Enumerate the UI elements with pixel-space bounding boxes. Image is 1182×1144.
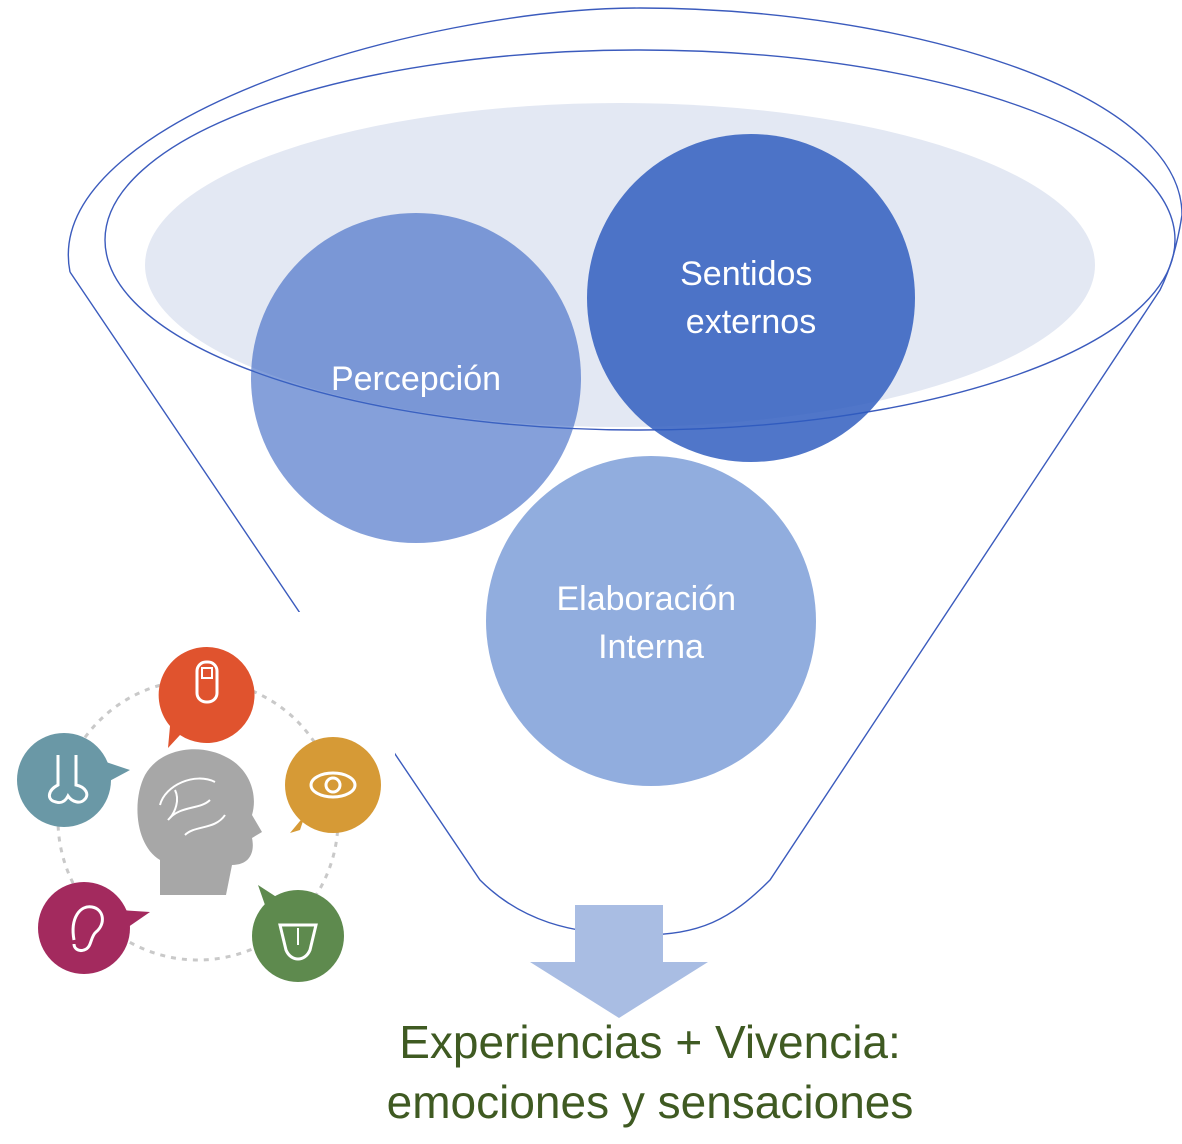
node-elaboracion-circle [486, 456, 816, 786]
node-sentidos: Sentidos externos [587, 134, 915, 462]
node-elaboracion-label-line1: Elaboración [556, 580, 736, 618]
node-sentidos-label-line2: externos [686, 303, 816, 341]
touch-finger-icon [158, 646, 255, 748]
node-sentidos-label-line1: Sentidos [680, 255, 812, 293]
output-caption-line1: Experiencias + Vivencia: [399, 1016, 901, 1068]
node-percepcion-circle [251, 213, 581, 543]
output-caption-line2: emociones y sensaciones [386, 1076, 914, 1128]
node-percepcion: Percepción [251, 213, 581, 543]
output-caption: Experiencias + Vivencia: emociones y sen… [250, 1012, 1050, 1132]
taste-tongue-icon [252, 885, 344, 982]
head-brain-icon [137, 749, 262, 895]
sight-eye-icon [285, 737, 381, 833]
down-arrow-icon [530, 905, 708, 1018]
node-sentidos-circle [587, 134, 915, 462]
funnel-inner-rim [104, 49, 1176, 431]
funnel-outer-rim [67, 7, 1182, 273]
hearing-ear-icon [38, 882, 150, 974]
funnel-right-side [639, 214, 1182, 936]
smell-nose-icon [17, 733, 130, 827]
node-elaboracion-label-line2: Interna [598, 628, 704, 666]
senses-illustration [10, 612, 395, 982]
node-percepcion-label: Percepción [331, 360, 501, 398]
node-elaboracion: Elaboración Interna [486, 456, 816, 786]
svg-text:Elaboración Interna: Elaboración Interna [556, 580, 745, 666]
svg-text:Percepción: Percepción [331, 360, 501, 398]
svg-text:Sentidos externos: Sentidos externos [680, 255, 822, 341]
